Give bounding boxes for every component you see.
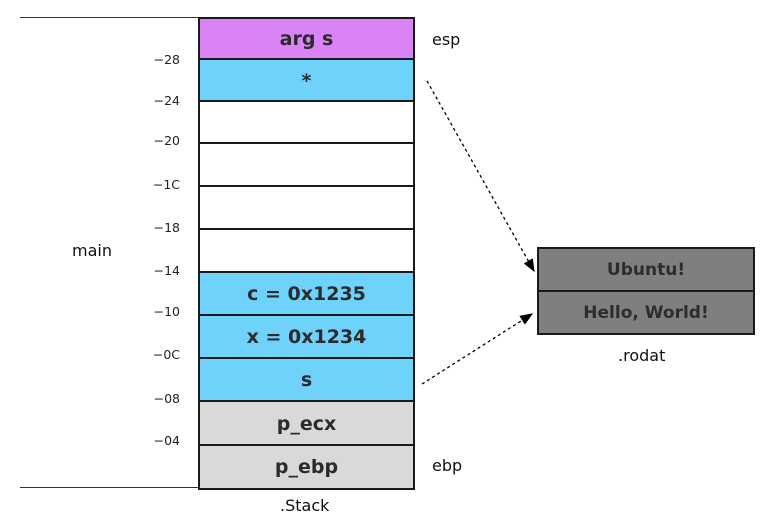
stack-cell-p-ecx: p_ecx	[198, 400, 415, 447]
offset-label: −08	[153, 391, 180, 406]
stack-cell-empty-4	[198, 228, 415, 274]
frame-bottom-line	[20, 487, 200, 488]
ebp-label: ebp	[432, 456, 463, 475]
offset-label: −20	[153, 133, 180, 148]
offset-label: −04	[153, 433, 180, 448]
stack-cell-empty-1	[198, 100, 415, 145]
stack-cell-x-var: x = 0x1234	[198, 314, 415, 360]
offset-label: −18	[153, 220, 180, 235]
rodat-cell-hello-world: Hello, World!	[537, 290, 755, 335]
offset-label: −0C	[152, 347, 180, 362]
stack-caption: .Stack	[280, 496, 330, 515]
esp-label: esp	[432, 30, 461, 49]
rodat-caption: .rodat	[618, 346, 666, 365]
frame-label-main: main	[72, 241, 112, 260]
rodat-cell-ubuntu: Ubuntu!	[537, 247, 755, 292]
offset-label: −14	[153, 263, 180, 278]
offset-label: −1C	[152, 177, 180, 192]
arrow-ptr-to-ubuntu	[426, 80, 535, 273]
arrow-s-to-hello	[421, 313, 534, 385]
stack-cell-pointer: *	[198, 58, 415, 103]
stack-cell-p-ebp: p_ebp	[198, 444, 415, 490]
offset-label: −10	[153, 304, 180, 319]
offset-label: −24	[153, 93, 180, 108]
offset-label: −28	[153, 52, 180, 67]
frame-top-line	[20, 17, 200, 18]
